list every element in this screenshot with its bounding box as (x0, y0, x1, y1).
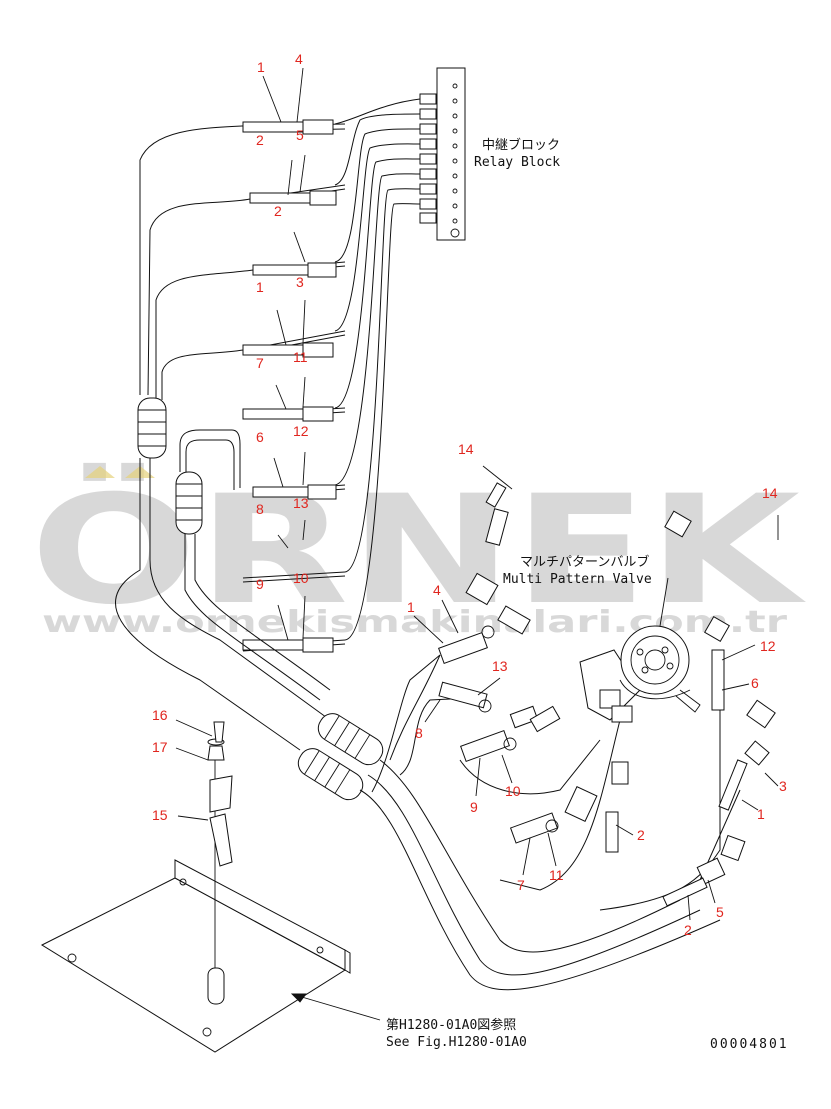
callout: 6 (751, 675, 759, 691)
callout: 16 (152, 707, 168, 723)
callout: 14 (762, 485, 778, 501)
watermark: ÖRNEK www.ornekismakinalari.com.tr (30, 462, 806, 640)
annotations: 中継ブロック Relay Block マルチパターンバルブ Multi Patt… (386, 137, 789, 1052)
callout: 8 (415, 725, 423, 741)
callout: 2 (274, 203, 282, 219)
drawing-number: 00004801 (710, 1037, 789, 1052)
see-fig-label-en: See Fig.H1280-01A0 (386, 1035, 527, 1050)
see-fig-label-jp: 第H1280-01A0図参照 (386, 1017, 516, 1033)
callout: 1 (407, 599, 415, 615)
leader-lines (175, 67, 779, 1021)
callout: 1 (257, 59, 265, 75)
callout: 5 (716, 904, 724, 920)
hose-clamps-upper (115, 397, 331, 751)
callout: 7 (517, 877, 525, 893)
valve-label-jp: マルチパターンバルブ (520, 554, 649, 570)
callout: 8 (256, 501, 264, 517)
callout: 15 (152, 807, 168, 823)
callout: 13 (492, 658, 508, 674)
relay-block-label-en: Relay Block (474, 155, 560, 170)
callout: 3 (779, 778, 787, 794)
mounting-plate (40, 721, 351, 1053)
callout: 6 (256, 429, 264, 445)
callout: 17 (152, 739, 168, 755)
callout: 2 (684, 922, 692, 938)
callout: 12 (760, 638, 776, 654)
callout: 1 (256, 279, 264, 295)
upper-hoses (139, 98, 421, 653)
callout: 5 (296, 127, 304, 143)
callout: 12 (293, 423, 309, 439)
callout: 9 (470, 799, 478, 815)
valve-label-en: Multi Pattern Valve (503, 572, 652, 587)
callout: 11 (293, 349, 308, 365)
callout: 7 (256, 355, 264, 371)
multi-pattern-valve (579, 625, 701, 723)
callout: 4 (295, 51, 303, 67)
hose-clamps-lower (297, 654, 741, 991)
relay-block (419, 67, 466, 241)
callout: 1 (757, 806, 765, 822)
callout: 2 (256, 132, 264, 148)
relay-block-label-jp: 中継ブロック (482, 137, 560, 153)
callout: 13 (293, 495, 309, 511)
callout: 3 (296, 274, 304, 290)
callout: 11 (549, 867, 564, 883)
callout: 14 (458, 441, 474, 457)
callout: 9 (256, 576, 264, 592)
callout: 10 (505, 783, 521, 799)
callout: 2 (637, 827, 645, 843)
callout-labels: 1 4 2 5 2 3 1 11 7 12 6 13 8 10 9 14 14 … (152, 51, 787, 938)
valve-fittings (438, 482, 776, 907)
callout: 4 (433, 582, 441, 598)
watermark-brand: ÖRNEK (30, 462, 806, 638)
callout: 10 (293, 570, 309, 586)
